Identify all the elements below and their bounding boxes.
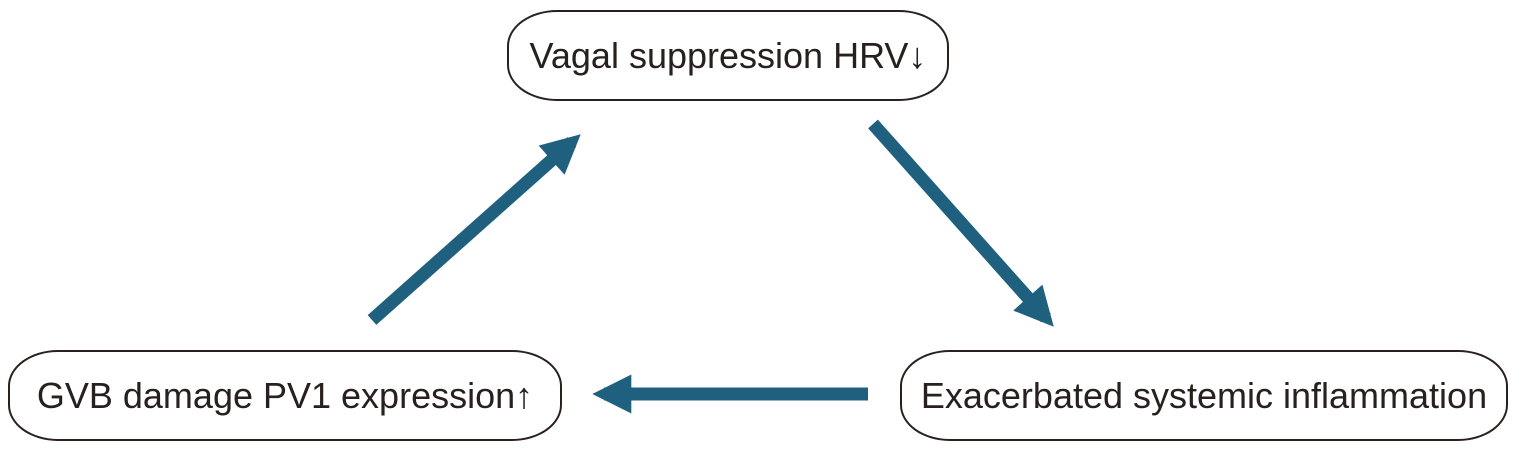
node-vagal-suppression: Vagal suppression HRV↓ [507,10,949,101]
node-gvb-damage: GVB damage PV1 expression↑ [8,350,562,441]
node-gvb-damage-label: GVB damage PV1 expression↑ [36,374,534,416]
node-vagal-suppression-label: Vagal suppression HRV↓ [529,34,927,76]
node-systemic-inflammation-label: Exacerbated systemic inflammation [920,374,1488,416]
arrow-gvb-to-vagal [367,134,581,325]
node-systemic-inflammation: Exacerbated systemic inflammation [900,350,1508,441]
arrow-vagal-to-inflammation [868,119,1054,327]
